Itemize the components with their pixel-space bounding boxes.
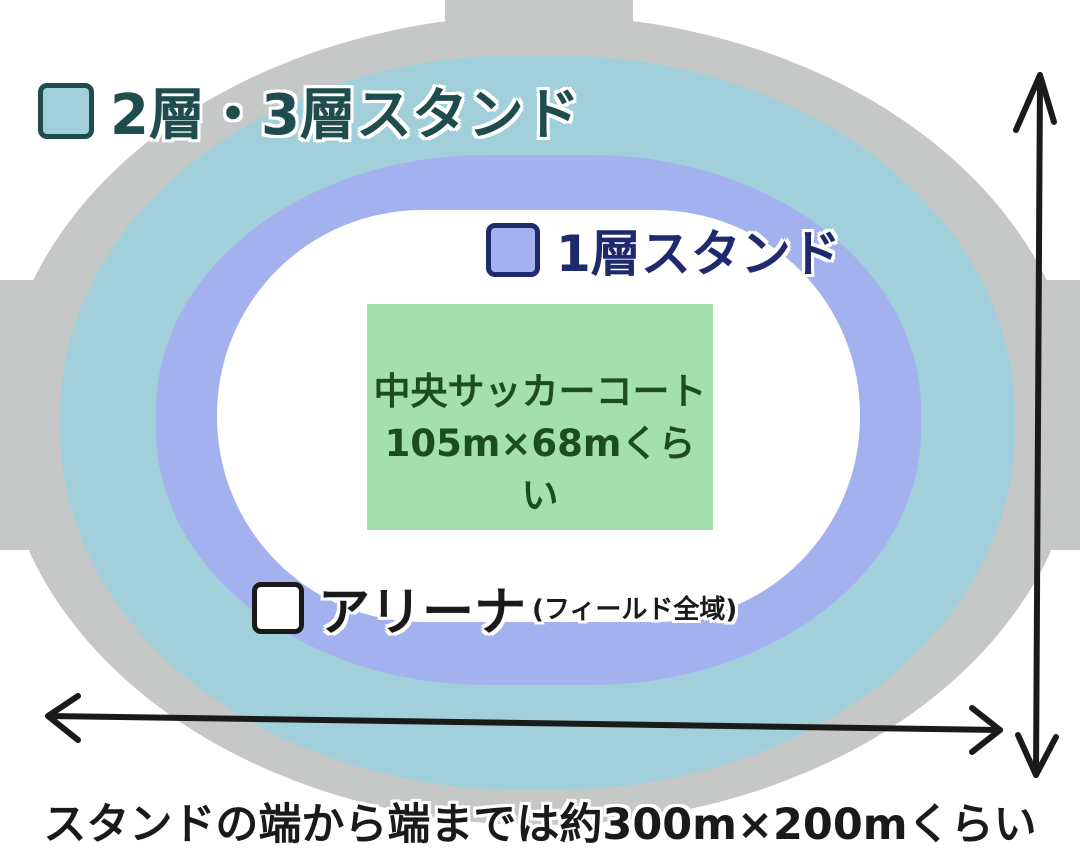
arena-label: アリーナ (フィールド全域) <box>252 570 737 645</box>
size-caption: スタンドの端から端までは約300m×200mくらい <box>43 800 1037 850</box>
court-label: 中央サッカーコート 105m×68mくらい <box>367 366 713 522</box>
arena-note: (フィールド全域) <box>532 595 738 625</box>
lower-stands-label: 1層スタンド <box>486 214 841 286</box>
court-name: 中央サッカーコート <box>373 370 707 413</box>
upper-stands-label: 2層・3層スタンド <box>38 70 580 151</box>
height-arrow <box>1013 72 1059 778</box>
arena-swatch <box>252 581 304 634</box>
upper-stands-text: 2層・3層スタンド <box>110 83 580 148</box>
arena-text: アリーナ <box>318 583 527 643</box>
soccer-court <box>367 304 713 530</box>
lower-stands-swatch <box>486 223 540 277</box>
lower-stands-text: 1層スタンド <box>556 225 841 283</box>
width-arrow <box>45 693 1003 755</box>
upper-stands-swatch <box>38 82 94 139</box>
court-size: 105m×68mくらい <box>384 422 696 517</box>
